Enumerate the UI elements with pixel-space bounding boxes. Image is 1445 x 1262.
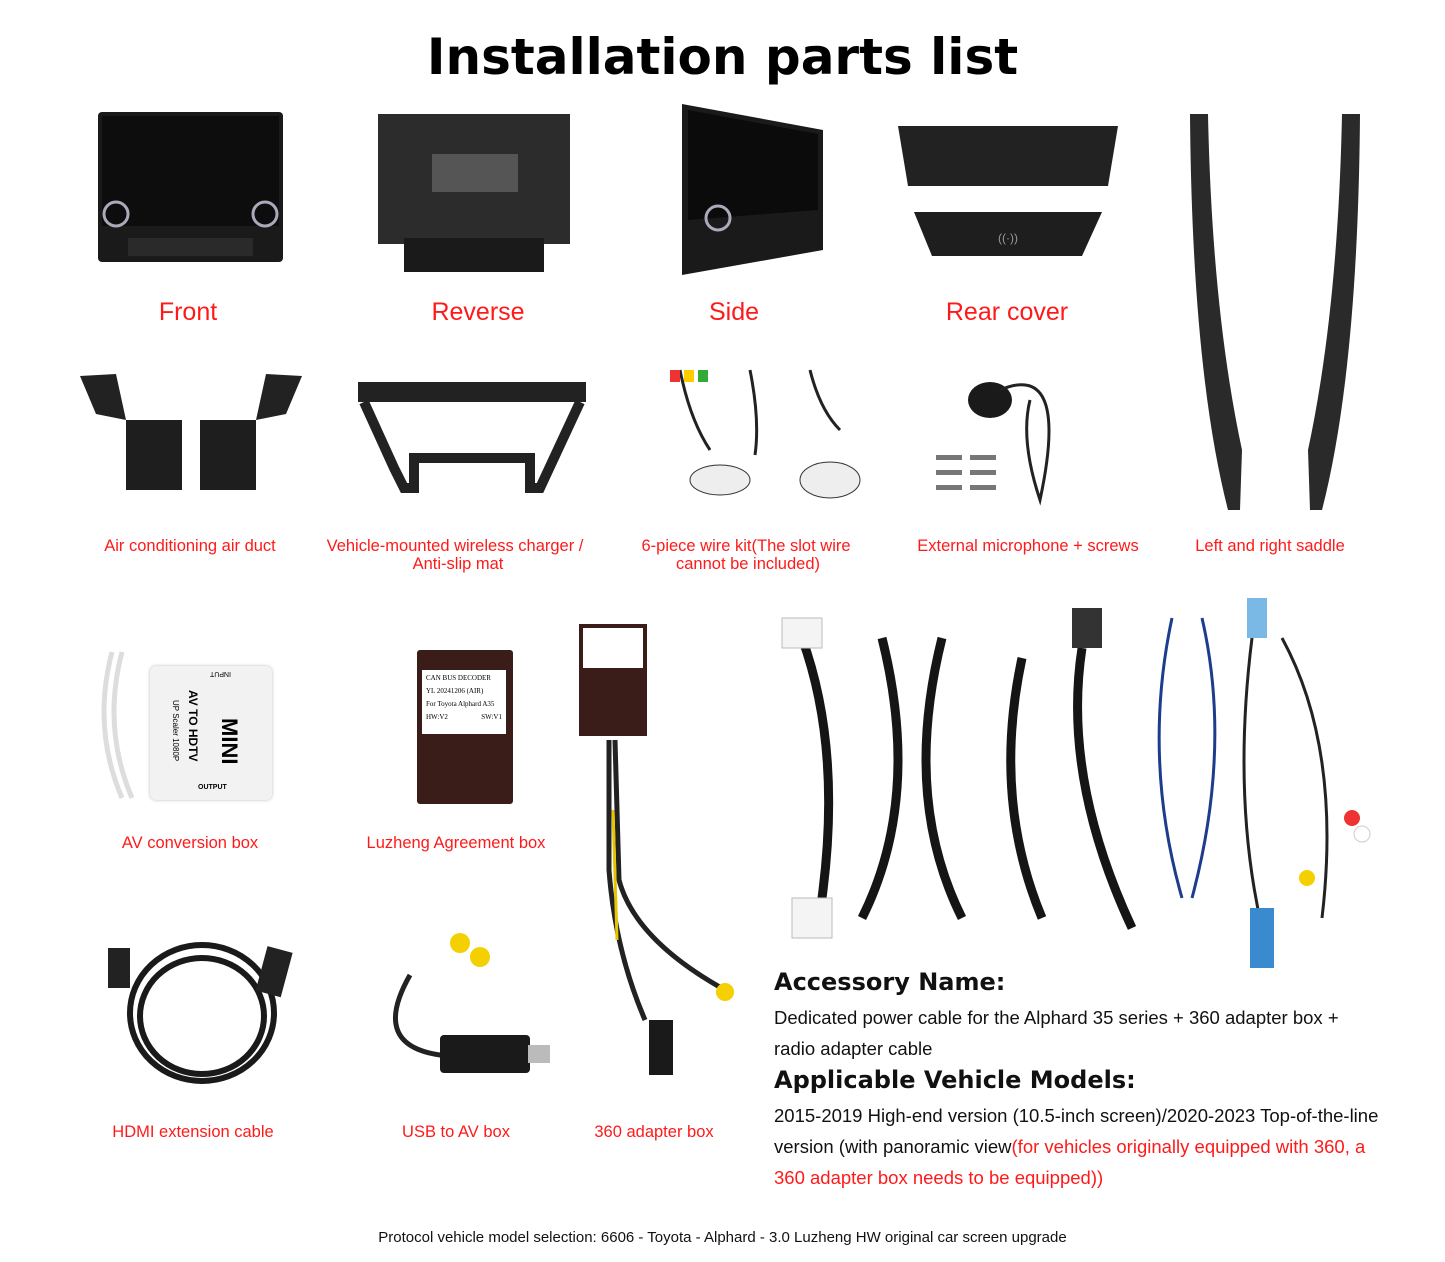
decoder-sw: SW:V1 — [481, 713, 502, 721]
accessory-name-heading: Accessory Name: — [774, 968, 1006, 996]
av-box-output-text: OUTPUT — [198, 784, 227, 791]
accessory-name-line: Dedicated power cable for the Alphard 35… — [774, 1007, 1339, 1028]
accessory-info: Accessory Name: Dedicated power cable fo… — [774, 968, 1378, 1193]
footer-note: Protocol vehicle model selection: 6606 -… — [378, 1229, 1067, 1246]
label-hdmi-cable: HDMI extension cable — [112, 1123, 274, 1141]
power-cable-harness-image — [781, 598, 1371, 968]
av-box-title-text: AV TO HDTV — [186, 690, 200, 762]
vehicle-models-heading: Applicable Vehicle Models: — [774, 1066, 1136, 1094]
label-air-duct: Air conditioning air duct — [104, 537, 276, 555]
adapter-box-360-image — [579, 624, 734, 1075]
av-box-input-text: INPUT — [210, 670, 231, 677]
label-wire-kit: 6-piece wire kit(The slot wire — [641, 537, 851, 555]
wire-kit-image — [670, 369, 861, 499]
vehicle-models-line: 2015-2019 High-end version (10.5-inch sc… — [774, 1105, 1379, 1126]
front-screen-image — [98, 112, 283, 262]
decoder-box-image: CAN BUS DECODER YL 20241206 (AIR) For To… — [417, 650, 513, 804]
label-luzheng-box: Luzheng Agreement box — [366, 834, 546, 852]
vehicle-models-text: version (with panoramic view — [774, 1136, 1012, 1157]
av-box-scaler-text: UP Scaler 1080P — [171, 700, 180, 762]
decoder-label-line: For Toyota Alphard A35 — [426, 700, 495, 708]
label-front: Front — [158, 298, 218, 326]
label-reverse: Reverse — [431, 298, 525, 326]
reverse-screen-image — [378, 114, 570, 272]
usb-to-av-image — [393, 933, 550, 1073]
label-saddle: Left and right saddle — [1195, 537, 1345, 555]
label-rear-cover: Rear cover — [945, 298, 1069, 326]
decoder-hw: HW:V2 — [426, 713, 448, 721]
vehicle-models-note: (for vehicles originally equipped with 3… — [1011, 1136, 1366, 1157]
hdmi-cable-image — [108, 942, 293, 1084]
label-anti-slip-mat: Anti-slip mat — [412, 555, 504, 573]
side-screen-image — [682, 104, 823, 275]
decoder-label-line: YL 20241206 (AIR) — [426, 687, 484, 695]
svg-text:((·)): ((·)) — [998, 231, 1018, 245]
decoder-label-line: CAN BUS DECODER — [426, 674, 491, 682]
accessory-name-line: radio adapter cable — [774, 1038, 933, 1059]
label-wire-kit-note: cannot be included) — [675, 555, 821, 573]
label-wireless-charger: Vehicle-mounted wireless charger / — [326, 537, 584, 555]
label-side: Side — [708, 298, 760, 326]
wireless-charger-frame-image — [358, 382, 586, 493]
label-360-adapter-box: 360 adapter box — [594, 1123, 714, 1141]
av-box-mini-text: MINI — [217, 718, 242, 765]
label-av-conversion-box: AV conversion box — [121, 834, 259, 852]
av-conversion-box-image: MINI AV TO HDTV UP Scaler 1080P INPUT OU… — [92, 648, 277, 803]
left-right-saddle-image — [1190, 114, 1360, 510]
vehicle-models-line: version (with panoramic view(for vehicle… — [774, 1131, 1378, 1162]
air-duct-image — [80, 374, 302, 490]
vehicle-models-note: 360 adapter box needs to be equipped)) — [774, 1167, 1104, 1188]
label-usb-to-av: USB to AV box — [402, 1123, 510, 1141]
rear-cover-image: ((·)) — [898, 126, 1118, 256]
microphone-screws-image — [936, 382, 1051, 506]
label-microphone: External microphone + screws — [917, 537, 1139, 555]
page-title: Installation parts list — [426, 28, 1019, 86]
